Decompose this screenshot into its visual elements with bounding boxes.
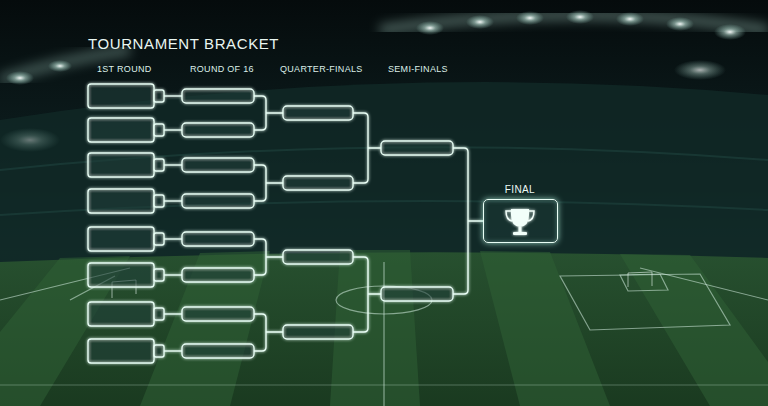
- round-heading: 1ST ROUND: [97, 64, 152, 74]
- trophy-icon: [506, 209, 534, 235]
- round-heading: SEMI-FINALS: [388, 64, 448, 74]
- round-of-16-boxes: [182, 89, 254, 358]
- final-heading: FINAL: [505, 184, 535, 195]
- diagram-title: TOURNAMENT BRACKET: [88, 35, 279, 52]
- pitch-markings: [0, 262, 768, 406]
- first-round-boxes: [88, 84, 154, 363]
- round-heading: ROUND OF 16: [190, 64, 254, 74]
- quarter-final-brackets: [353, 113, 381, 332]
- first-round-links: [164, 96, 182, 351]
- first-round-tabs: [154, 90, 164, 357]
- semi-final-bracket: [453, 148, 483, 294]
- quarter-final-boxes: [283, 106, 353, 339]
- floodlights: [0, 10, 746, 152]
- bracket: [88, 84, 483, 363]
- stands: [0, 82, 768, 270]
- round-of-16-brackets: [254, 96, 283, 351]
- semi-final-boxes: [381, 141, 453, 301]
- final-box-fill: [483, 199, 558, 243]
- final-box: FINAL: [483, 199, 558, 243]
- pitch-stripes: [0, 250, 768, 406]
- round-heading: QUARTER-FINALS: [280, 64, 363, 74]
